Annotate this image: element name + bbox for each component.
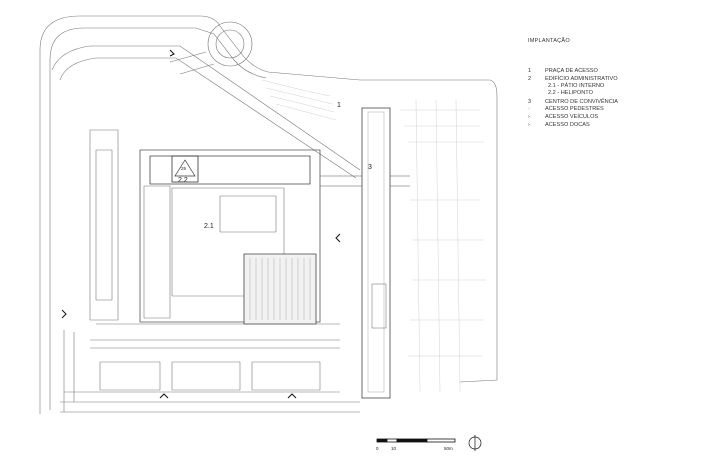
- road-curve: [51, 45, 361, 171]
- left-road: [63, 330, 75, 412]
- legend-label: ACESSO VEÍCULOS: [545, 114, 599, 120]
- helipad-pad: [171, 155, 199, 183]
- site-boundary: [39, 15, 498, 414]
- left-building-inner: [95, 149, 113, 301]
- legend-label: EDIFÍCIO ADMINISTRATIVO: [545, 75, 618, 82]
- road-curve-2: [59, 57, 357, 179]
- landscape-texture: [261, 79, 486, 393]
- scale-label-50: 50m: [444, 446, 453, 451]
- legend-label: PRAÇA DE ACESSO: [545, 68, 598, 74]
- label-area-1: 1: [337, 102, 341, 109]
- scale-bar: [376, 438, 456, 443]
- legend-label: 2.2 - HELIPONTO: [548, 90, 593, 96]
- vehicle-access-icon: ›: [528, 114, 530, 120]
- admin-building-outer: [139, 149, 321, 323]
- helipad-triangle: [174, 159, 196, 177]
- legend-number: 1: [528, 68, 532, 74]
- bar-core: [371, 283, 387, 329]
- label-area-2-1: 2.1: [204, 223, 214, 230]
- label-area-3: 3: [368, 164, 372, 171]
- parking-rows: [90, 323, 340, 349]
- dock-access-icon: ›: [528, 122, 530, 128]
- courtyard-detail: [219, 195, 277, 233]
- roundabout: [207, 21, 253, 67]
- access-road-roundabout: [169, 51, 215, 75]
- legend-label: CENTRO DE CONVIVÊNCIA: [545, 98, 619, 105]
- connector-bridge: [320, 175, 362, 187]
- helipad-mark: 25: [181, 166, 187, 171]
- legend-label: 2.1 - PÁTIO INTERNO: [548, 83, 605, 89]
- scale-label-10: 10: [391, 446, 397, 451]
- legend-number: 2: [528, 75, 532, 82]
- bottom-road: [60, 391, 360, 413]
- admin-top-wing: [149, 155, 311, 185]
- roundabout-inner: [215, 29, 245, 59]
- roof-stripes: [249, 258, 311, 320]
- legend-label: ACESSO DOCAS: [545, 122, 590, 128]
- access-arrows: [61, 49, 341, 399]
- convivencia-bar: [361, 107, 391, 399]
- legend-title: IMPLANTAÇÃO: [528, 38, 570, 44]
- north-arrow: [468, 435, 482, 451]
- scale-label-0: 0: [376, 446, 379, 451]
- legend-number: 3: [528, 98, 532, 105]
- bar-crossing: [390, 175, 410, 187]
- label-area-2-2: 2.2: [178, 177, 188, 184]
- left-building: [89, 129, 119, 321]
- bottom-lots: [99, 361, 321, 391]
- admin-left-block: [143, 185, 171, 319]
- pedestrian-access-icon: ›: [528, 106, 530, 112]
- road-inner-edge: [49, 27, 267, 410]
- convivencia-inner: [367, 111, 385, 393]
- legend-label: ACESSO PEDESTRES: [545, 106, 604, 112]
